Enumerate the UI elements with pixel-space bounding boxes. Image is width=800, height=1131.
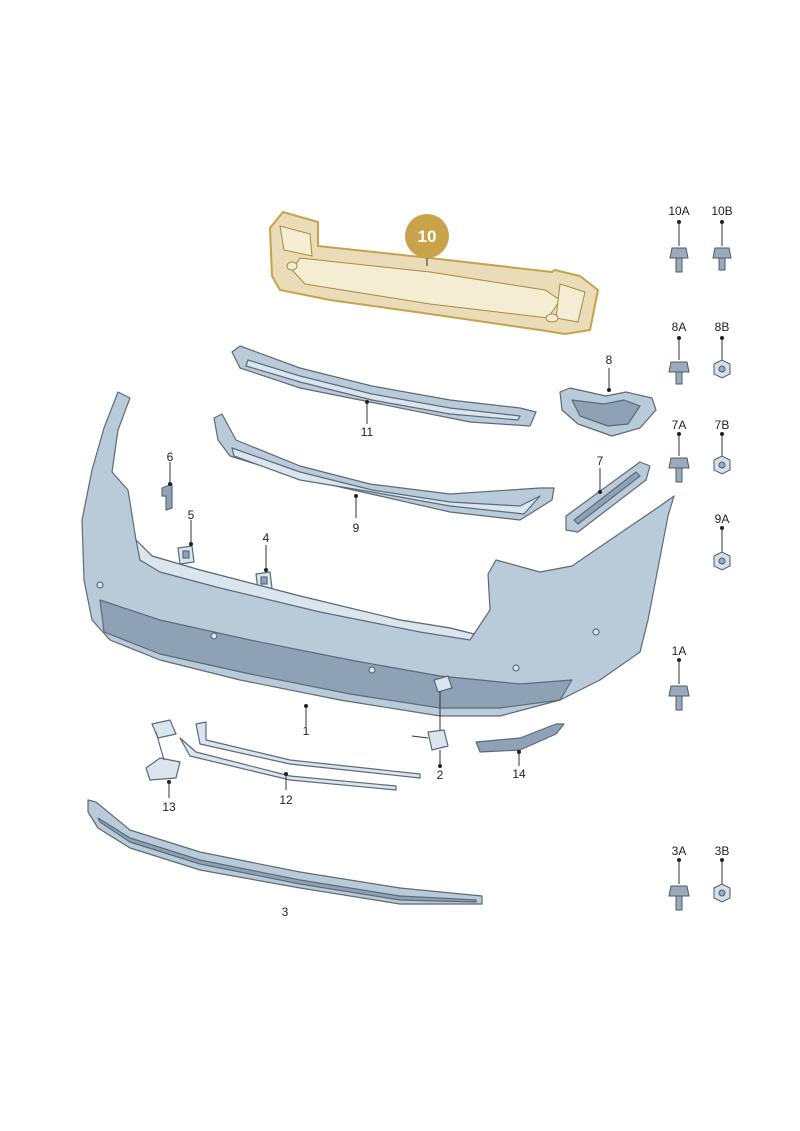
- fastener-3A-screw-icon: [668, 858, 690, 911]
- label-1A: 1A: [672, 644, 687, 658]
- part-3-lower-spoiler[interactable]: [87, 799, 483, 905]
- label-11: 11: [361, 425, 374, 439]
- part-13-sensor-bracket[interactable]: [145, 719, 181, 781]
- fastener-10A-bolt-icon: [669, 220, 689, 273]
- fastener-7B-nut-icon: [713, 432, 731, 475]
- part-8-side-bracket[interactable]: [559, 387, 657, 437]
- label-6: 6: [167, 450, 174, 464]
- label-14: 14: [512, 767, 526, 781]
- label-3: 3: [282, 905, 289, 919]
- fastener-9A-nut-icon: [713, 526, 731, 571]
- part-9-lower-guide[interactable]: [213, 413, 555, 521]
- part-2-tow-eye-cover[interactable]: [427, 729, 449, 751]
- label-7B: 7B: [715, 418, 730, 432]
- part-6-clip[interactable]: [161, 483, 173, 511]
- label-12: 12: [279, 793, 293, 807]
- part-12-wiring-harness[interactable]: [179, 721, 421, 791]
- label-13: 13: [162, 800, 176, 814]
- fastener-1A-screw-icon: [668, 658, 690, 711]
- label-2: 2: [437, 768, 444, 782]
- part-5-clip[interactable]: [177, 545, 195, 565]
- part-7-side-strip[interactable]: [565, 461, 651, 533]
- label-7: 7: [597, 454, 604, 468]
- label-8B: 8B: [715, 320, 730, 334]
- fastener-8B-nut-icon: [713, 336, 731, 379]
- part-1-bumper-cover[interactable]: [81, 391, 675, 717]
- fastener-3B-nut-icon: [713, 858, 731, 903]
- label-9: 9: [353, 521, 360, 535]
- label-8: 8: [606, 353, 613, 367]
- label-10: 10: [418, 227, 437, 246]
- part-10-badge: [405, 214, 449, 258]
- label-10A: 10A: [668, 204, 689, 218]
- label-1: 1: [303, 724, 310, 738]
- part-11-upper-guide[interactable]: [231, 345, 537, 427]
- label-4: 4: [263, 531, 270, 545]
- label-9A: 9A: [715, 512, 730, 526]
- fastener-10B-bolt-icon: [712, 220, 732, 271]
- fastener-8A-screw-icon: [668, 336, 690, 385]
- label-8A: 8A: [672, 320, 687, 334]
- fastener-7A-screw-icon: [668, 432, 690, 483]
- label-10B: 10B: [711, 204, 732, 218]
- label-3B: 3B: [715, 844, 730, 858]
- label-7A: 7A: [672, 418, 687, 432]
- part-10-reinforcement-bar[interactable]: [268, 210, 600, 336]
- part-14-reflector-strip[interactable]: [475, 723, 565, 753]
- label-3A: 3A: [672, 844, 687, 858]
- label-5: 5: [188, 508, 195, 522]
